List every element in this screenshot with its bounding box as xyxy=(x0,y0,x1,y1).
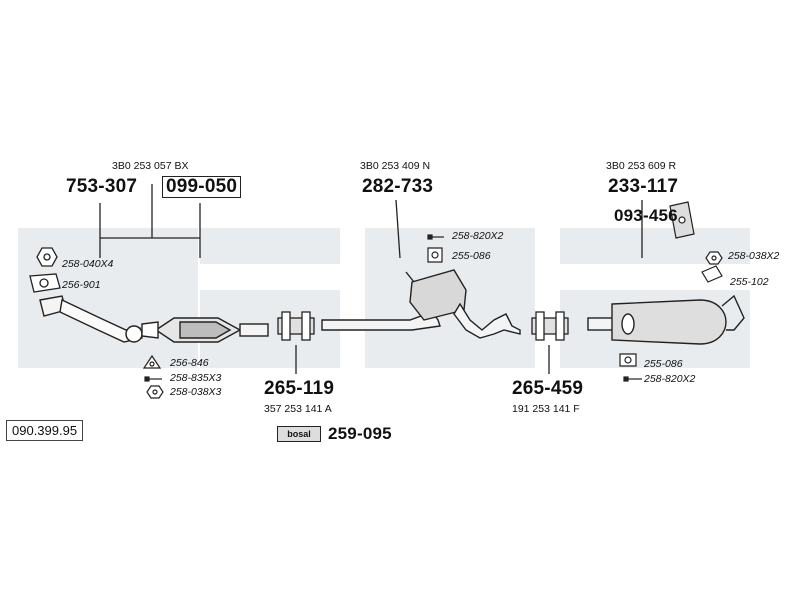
middle-silencer xyxy=(321,269,521,339)
oem-number: 3B0 253 057 BX xyxy=(112,160,189,172)
rubber-mount-icon xyxy=(619,353,637,367)
bolt-icon xyxy=(623,376,642,382)
flange-gasket xyxy=(29,273,61,293)
part-number[interactable]: 753-307 xyxy=(66,176,138,197)
accessory-number[interactable]: 258-820X2 xyxy=(644,373,696,385)
part-number[interactable]: 099-050 xyxy=(162,176,242,198)
part-number[interactable]: 093-456 xyxy=(614,206,678,225)
catalog-number: 090.399.95 xyxy=(6,420,84,441)
rubber-mount-icon xyxy=(427,247,443,263)
nut-icon xyxy=(146,385,164,399)
oem-number: 357 253 141 A xyxy=(264,403,332,415)
accessory-number[interactable]: 258-040X4 xyxy=(62,258,114,270)
accessory-number[interactable]: 258-038X2 xyxy=(728,250,780,262)
part-number[interactable]: 259-095 xyxy=(328,424,392,443)
leader-line xyxy=(395,199,401,259)
accessory-number[interactable]: 256-901 xyxy=(62,279,101,291)
accessory-number[interactable]: 255-086 xyxy=(644,358,683,370)
part-number[interactable]: 265-119 xyxy=(264,378,335,399)
part-number[interactable]: 265-459 xyxy=(512,378,584,399)
front-pipe xyxy=(39,295,143,343)
bolt-icon xyxy=(427,234,444,240)
oem-number: 191 253 141 F xyxy=(512,403,580,415)
part-number[interactable]: 282-733 xyxy=(362,176,434,197)
rear-silencer xyxy=(587,294,745,345)
accessory-number[interactable]: 258-820X2 xyxy=(452,230,504,242)
catalytic-converter xyxy=(141,317,269,343)
nut-icon xyxy=(36,247,58,267)
bosal-badge: bosal xyxy=(277,426,321,442)
accessory-number[interactable]: 255-102 xyxy=(730,276,769,288)
oem-number: 3B0 253 409 N xyxy=(360,160,431,172)
cat-gasket xyxy=(142,354,162,369)
oem-number: 3B0 253 609 R xyxy=(606,160,677,172)
accessory-number[interactable]: 258-038X3 xyxy=(170,386,222,398)
accessory-number[interactable]: 256-846 xyxy=(170,357,209,369)
bolt-icon xyxy=(144,376,162,382)
accessory-number[interactable]: 258-835X3 xyxy=(170,372,222,384)
accessory-number[interactable]: 255-086 xyxy=(452,250,491,262)
watermark-block xyxy=(200,228,340,264)
clamp-rear xyxy=(531,311,569,341)
hanger-icon xyxy=(669,201,695,239)
part-number[interactable]: 233-117 xyxy=(608,176,679,197)
nut-icon xyxy=(705,251,723,265)
rubber-mount-icon xyxy=(701,265,723,283)
clamp-front xyxy=(277,311,315,341)
